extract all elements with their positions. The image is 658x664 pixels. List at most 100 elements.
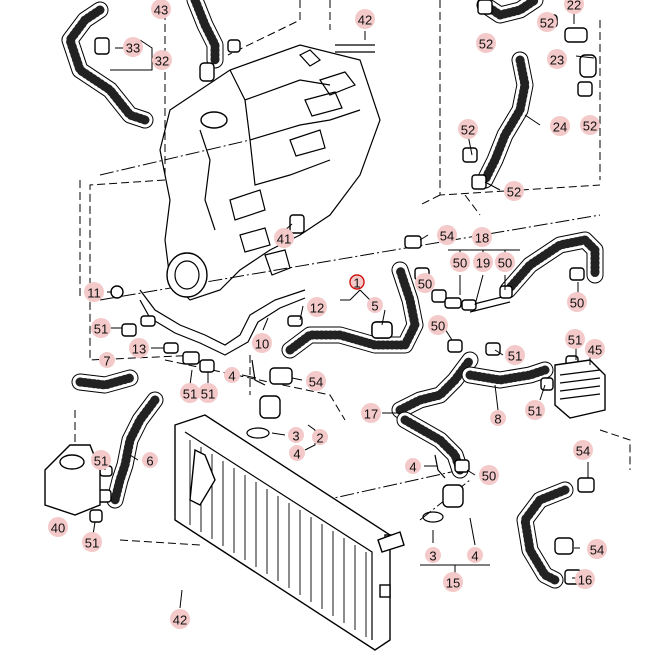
callout-42[interactable]: 42 <box>355 9 375 29</box>
callout-19[interactable]: 19 <box>473 252 493 272</box>
callout-43[interactable]: 43 <box>151 0 171 19</box>
callout-32[interactable]: 32 <box>152 50 172 70</box>
callout-51[interactable]: 51 <box>565 329 585 349</box>
callout-12[interactable]: 12 <box>307 297 327 317</box>
callout-3[interactable]: 3 <box>425 547 441 564</box>
callout-4[interactable]: 4 <box>405 458 421 475</box>
callout-number: 8 <box>494 412 501 427</box>
callout-54[interactable]: 54 <box>587 539 607 559</box>
callout-badge <box>306 371 326 391</box>
callout-24[interactable]: 24 <box>550 116 570 136</box>
callout-number: 50 <box>431 319 445 334</box>
callout-3[interactable]: 3 <box>288 427 304 444</box>
callout-badge <box>361 403 381 423</box>
callout-13[interactable]: 13 <box>129 338 149 358</box>
callout-1[interactable]: 1 <box>349 274 365 291</box>
callout-number: 32 <box>155 54 169 69</box>
callout-badge <box>355 9 375 29</box>
callout-51[interactable]: 51 <box>91 450 111 470</box>
callout-number: 52 <box>540 16 554 31</box>
callout-number: 51 <box>508 349 522 364</box>
callout-33[interactable]: 33 <box>123 37 143 57</box>
callout-50[interactable]: 50 <box>450 252 470 272</box>
callout-4[interactable]: 4 <box>289 445 305 462</box>
hose-16 <box>516 481 574 589</box>
callout-50[interactable]: 50 <box>428 315 448 335</box>
callout-badge <box>288 427 304 443</box>
callout-number: 51 <box>94 322 108 337</box>
callout-41[interactable]: 41 <box>274 228 294 248</box>
callout-number: 6 <box>146 454 153 469</box>
callout-50[interactable]: 50 <box>567 292 587 312</box>
callout-8[interactable]: 8 <box>490 410 506 427</box>
callout-54[interactable]: 54 <box>573 440 593 460</box>
callout-4[interactable]: 4 <box>467 547 483 564</box>
callout-45[interactable]: 45 <box>585 339 605 359</box>
callout-number: 7 <box>103 354 110 369</box>
callout-51[interactable]: 51 <box>82 532 102 552</box>
callout-22[interactable]: 22 <box>564 0 584 14</box>
callout-23[interactable]: 23 <box>547 49 567 69</box>
callout-badge <box>547 49 567 69</box>
expansion-tank <box>44 444 101 516</box>
callout-51[interactable]: 51 <box>91 318 111 338</box>
callout-badge <box>129 338 149 358</box>
callout-50[interactable]: 50 <box>495 252 515 272</box>
callout-10[interactable]: 10 <box>252 333 272 353</box>
callout-badge <box>289 445 305 461</box>
callout-54[interactable]: 54 <box>437 225 457 245</box>
callout-17[interactable]: 17 <box>361 403 381 423</box>
callout-number: 50 <box>453 256 467 271</box>
callout-51[interactable]: 51 <box>505 345 525 365</box>
callout-badge <box>550 116 570 136</box>
callout-54[interactable]: 54 <box>306 371 326 391</box>
callout-7[interactable]: 7 <box>99 352 115 369</box>
callout-5[interactable]: 5 <box>367 297 383 314</box>
callout-11[interactable]: 11 <box>84 282 104 302</box>
callout-number: 33 <box>126 41 140 56</box>
callout-badge <box>565 329 585 349</box>
small-parts <box>89 0 597 585</box>
callout-badge <box>476 33 496 53</box>
callout-52[interactable]: 52 <box>537 12 557 32</box>
callout-number: 15 <box>446 576 460 591</box>
callout-badge <box>170 609 190 629</box>
callout-2[interactable]: 2 <box>312 429 328 446</box>
callout-badge <box>123 37 143 57</box>
callout-40[interactable]: 40 <box>48 517 68 537</box>
callout-number: 4 <box>228 369 235 384</box>
callout-4[interactable]: 4 <box>224 367 240 384</box>
callout-badge <box>142 452 158 468</box>
radiator <box>174 414 405 651</box>
callout-15[interactable]: 15 <box>443 572 463 592</box>
callout-16[interactable]: 16 <box>575 569 595 589</box>
callout-6[interactable]: 6 <box>142 452 158 469</box>
callout-51[interactable]: 51 <box>198 383 218 403</box>
callout-badge <box>443 572 463 592</box>
callout-number: 51 <box>85 536 99 551</box>
callout-badge <box>575 569 595 589</box>
callout-badge <box>405 458 421 474</box>
callout-number: 19 <box>476 256 490 271</box>
callout-number: 50 <box>498 256 512 271</box>
callout-badge <box>564 0 584 14</box>
hoses <box>61 0 604 589</box>
callout-number: 42 <box>173 613 187 628</box>
callout-52[interactable]: 52 <box>504 181 524 201</box>
callout-number: 52 <box>507 185 521 200</box>
callout-50[interactable]: 50 <box>479 465 499 485</box>
callout-number: 4 <box>409 460 416 475</box>
callout-number: 51 <box>183 387 197 402</box>
callout-badge <box>152 50 172 70</box>
callout-42[interactable]: 42 <box>170 609 190 629</box>
callout-number: 3 <box>292 429 299 444</box>
callout-52[interactable]: 52 <box>476 33 496 53</box>
callout-52[interactable]: 52 <box>458 119 478 139</box>
callout-50[interactable]: 50 <box>415 273 435 293</box>
callout-52[interactable]: 52 <box>580 115 600 135</box>
callout-51[interactable]: 51 <box>525 400 545 420</box>
callout-51[interactable]: 51 <box>180 383 200 403</box>
callout-badge <box>573 440 593 460</box>
callout-18[interactable]: 18 <box>472 227 492 247</box>
